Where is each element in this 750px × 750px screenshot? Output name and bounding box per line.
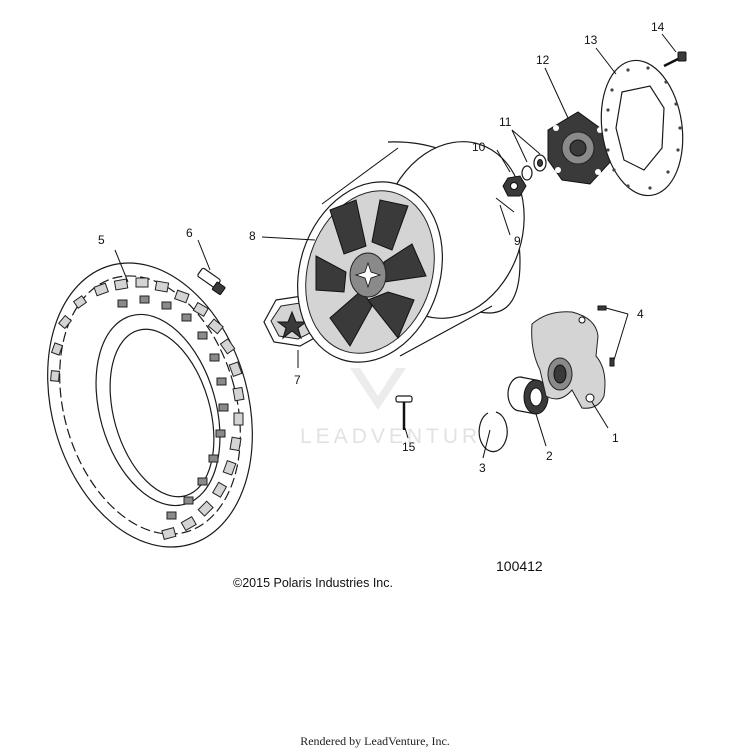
washers (521, 154, 547, 181)
watermark-text: LEADVENTURE (300, 425, 499, 448)
tire (47, 262, 253, 548)
callout-3: 3 (479, 461, 486, 475)
callout-12: 12 (536, 53, 550, 67)
callout-5: 5 (98, 233, 105, 247)
leadventure-watermark: LEADVENTURE (300, 368, 499, 448)
leader-lines (114, 33, 677, 459)
callout-6: 6 (186, 226, 193, 240)
retaining-ring (478, 411, 508, 453)
wheel-bolt (395, 395, 413, 430)
callout-8: 8 (249, 229, 256, 243)
wheel (297, 141, 525, 363)
callout-15: 15 (402, 440, 416, 454)
callout-10: 10 (472, 140, 486, 154)
callout-14: 14 (651, 20, 665, 34)
brake-disc (600, 59, 684, 197)
callout-1: 1 (612, 431, 619, 445)
callout-4: 4 (637, 307, 644, 321)
callout-2: 2 (546, 449, 553, 463)
wheel-bearing (507, 376, 549, 415)
wheel-hub (547, 111, 613, 185)
callouts: 1 2 3 4 5 6 7 8 9 10 11 12 13 14 15 (98, 20, 665, 475)
castle-nut (502, 175, 527, 197)
callout-11: 11 (499, 115, 512, 129)
copyright-text: ©2015 Polaris Industries Inc. (233, 576, 393, 590)
cotter-pin (495, 197, 515, 213)
callout-13: 13 (584, 33, 598, 47)
callout-7: 7 (294, 373, 301, 387)
knuckle-fasteners (597, 305, 615, 367)
steering-knuckle (531, 311, 606, 409)
brake-disc-bolt (663, 51, 687, 68)
rendered-by-footer: Rendered by LeadVenture, Inc. (300, 734, 450, 748)
diagram-number: 100412 (496, 558, 543, 574)
valve-stem (197, 267, 226, 296)
callout-9: 9 (514, 234, 521, 248)
